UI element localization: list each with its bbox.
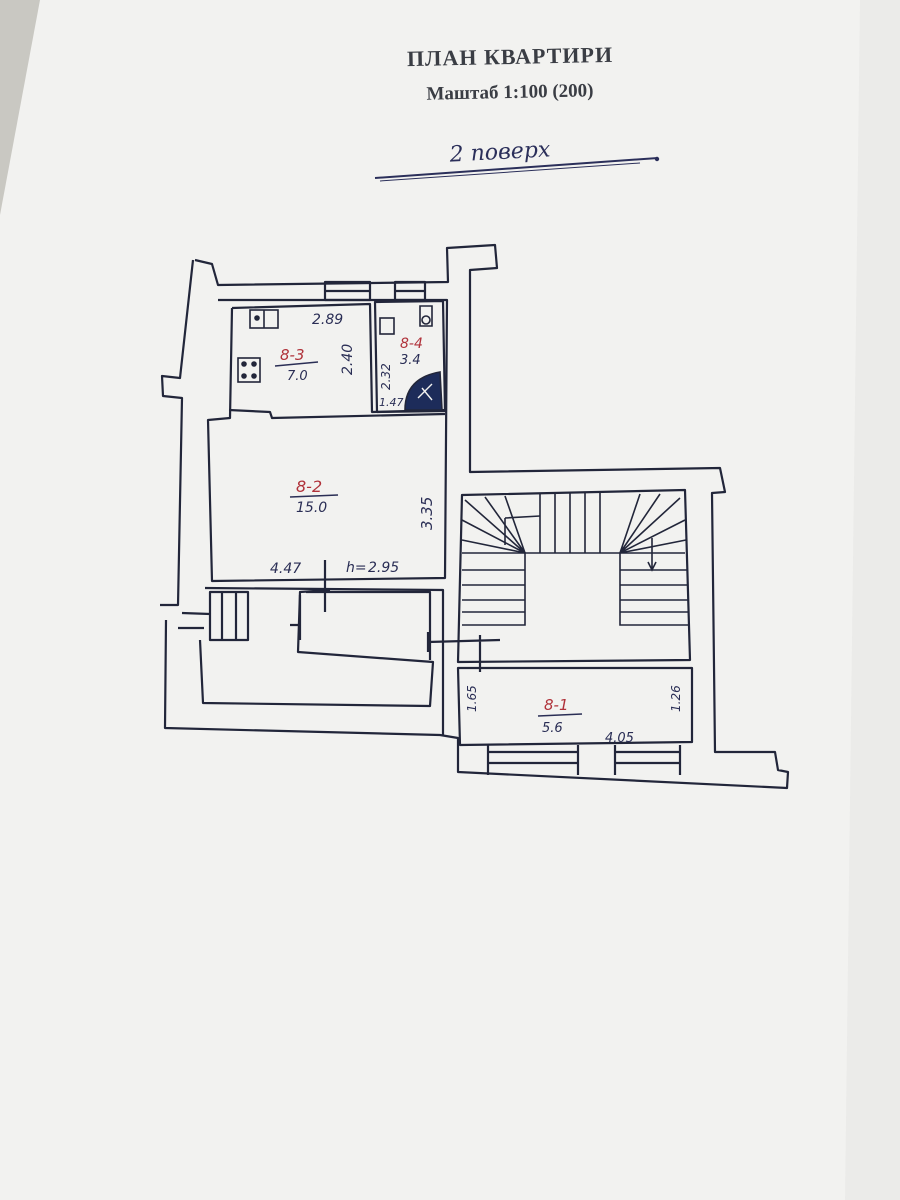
dim-living-width-a: 4.47	[270, 561, 301, 577]
room-area-hall: 5.6	[542, 721, 563, 736]
dimension-labels: 8-3 7.0 2.89 2.40 8-4 3.4 2.32 1.47 8-2 …	[270, 312, 683, 746]
dim-hall-width: 4.05	[605, 731, 634, 746]
plan-walls	[160, 243, 790, 790]
room-id-kitchen: 8-3	[280, 346, 305, 364]
room-id-bathroom: 8-4	[400, 336, 423, 352]
fixtures	[237, 305, 443, 411]
room-id-hall: 8-1	[544, 696, 569, 714]
room-id-living: 8-2	[296, 477, 322, 496]
room-area-bathroom: 3.4	[400, 353, 421, 368]
dim-hall-depth-right: 1.26	[669, 685, 683, 712]
dim-bathroom-width: 1.47	[379, 396, 404, 409]
dim-bathroom-depth: 2.32	[379, 363, 393, 390]
dim-living-height-label: h=	[346, 560, 367, 576]
dim-living-depth: 3.35	[418, 497, 436, 530]
room-area-kitchen: 7.0	[287, 369, 308, 384]
dim-kitchen-width: 2.89	[312, 312, 343, 328]
dim-kitchen-depth: 2.40	[340, 344, 356, 375]
room-area-living: 15.0	[296, 500, 327, 516]
stairs	[461, 493, 688, 626]
dim-hall-depth-left: 1.65	[465, 685, 479, 712]
dim-living-width-b: 2.95	[368, 560, 399, 576]
